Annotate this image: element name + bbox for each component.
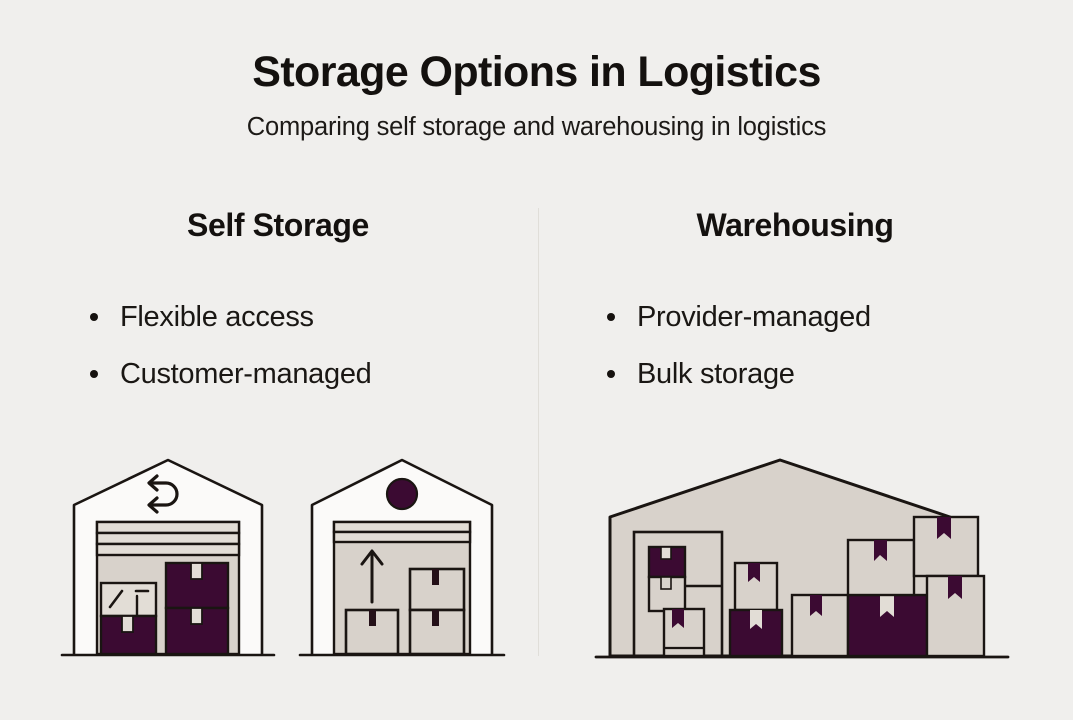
list-item: Customer-managed: [90, 357, 528, 391]
up-arrow-icon: [360, 549, 384, 604]
box-ribbon-icon: [880, 595, 894, 617]
box-tape-icon: [190, 607, 203, 625]
box-tape-icon: [660, 546, 672, 560]
box-ribbon-icon: [874, 540, 887, 561]
bullet-dot-icon: [90, 313, 98, 322]
box-seam-icon: [432, 569, 439, 585]
list-item: Provider-managed: [607, 300, 1045, 334]
shutter-band: [332, 520, 472, 534]
box-tape-icon: [190, 562, 203, 580]
box-ribbon-icon: [748, 563, 760, 582]
column-heading-warehousing: Warehousing: [696, 207, 894, 243]
bullet-dot-icon: [607, 313, 615, 322]
header: Storage Options in Logistics Comparing s…: [0, 48, 1073, 143]
shutter-band: [95, 531, 241, 546]
box-seam-icon: [432, 610, 439, 626]
carton-flap-left: [108, 589, 124, 609]
column-heading-self-storage: Self Storage: [187, 207, 369, 243]
illustration-storage-unit-return: [58, 450, 280, 666]
circle-badge-icon: [385, 477, 419, 511]
column-self-storage: Self Storage Flexible access Customer-ma…: [28, 206, 528, 413]
page-subtitle: Comparing self storage and warehousing i…: [246, 113, 827, 142]
box-ribbon-icon: [810, 595, 822, 616]
bullet-list-self-storage: Flexible access Customer-managed: [28, 300, 528, 390]
box-ribbon-icon: [937, 517, 951, 539]
storage-unit-upload-svg: [298, 458, 506, 657]
shutter-band: [95, 542, 241, 557]
shutter-band: [332, 530, 472, 544]
box-tape-icon: [660, 576, 672, 590]
box-ribbon-icon: [750, 610, 762, 629]
warehouse-bulk-svg: [594, 458, 1010, 659]
box-ribbon-icon: [672, 609, 684, 628]
return-arrow-icon: [147, 474, 179, 514]
list-item: Flexible access: [90, 300, 528, 334]
page-title: Storage Options in Logistics: [252, 48, 821, 96]
list-item-label: Provider-managed: [637, 301, 871, 334]
list-item-label: Flexible access: [120, 301, 314, 334]
bullet-dot-icon: [90, 369, 98, 378]
shutter-band: [95, 520, 241, 535]
illustration-warehouse-bulk: [592, 444, 1012, 664]
bullet-dot-icon: [607, 369, 615, 378]
illustration-storage-unit-upload: [298, 450, 506, 666]
storage-unit-return-svg: [60, 458, 276, 657]
list-item: Bulk storage: [607, 357, 1045, 391]
column-divider: [538, 208, 539, 656]
bullet-list-warehousing: Provider-managed Bulk storage: [545, 300, 1045, 390]
column-warehousing: Warehousing Provider-managed Bulk storag…: [545, 206, 1045, 413]
box-tape-icon: [121, 615, 134, 633]
box-ribbon-icon: [948, 576, 962, 599]
box-seam-icon: [369, 610, 376, 626]
list-item-label: Bulk storage: [637, 357, 795, 390]
list-item-label: Customer-managed: [120, 357, 372, 390]
open-carton-lid: [99, 581, 158, 618]
